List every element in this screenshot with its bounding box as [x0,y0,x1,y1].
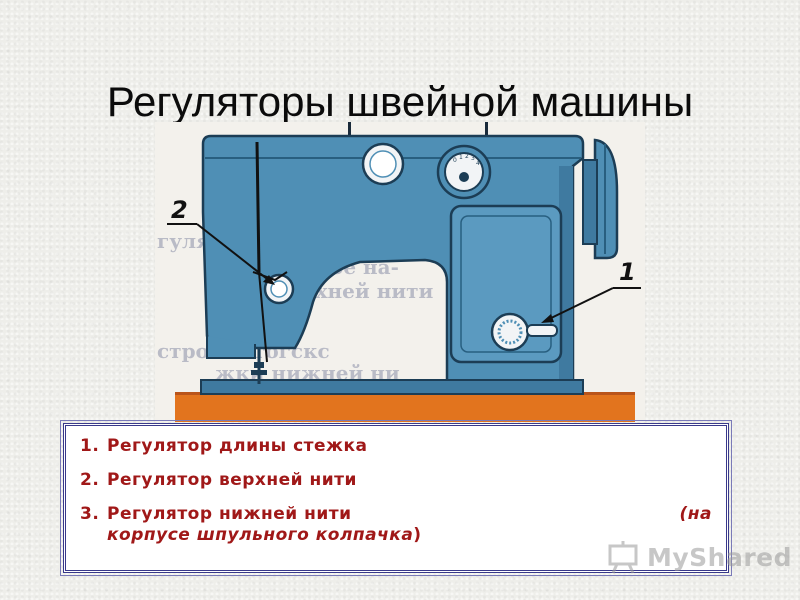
stitch-length-regulator [490,312,530,352]
callout-2-label: 2 [171,196,188,224]
svg-text:4: 4 [476,160,480,167]
legend-item-number: 2. [80,470,100,490]
watermark-text: MyShared [647,543,793,572]
callout-2-arrow [196,223,272,283]
legend-item-text: Регулятор верхней нити [107,470,357,490]
legend-item-note-close: ) [413,525,422,545]
page-title: Регуляторы швейной машины [106,78,694,126]
callout-1-arrow [546,287,614,321]
sewing-machine-illustration: гулятор верхней точное на- верхней нити … [155,122,645,422]
watermark: MyShared [607,540,792,574]
legend-item-note-open: (на [679,504,712,524]
legend-box: 1. Регулятор длины стежка 2. Регулятор в… [60,420,732,576]
legend-item: 2. Регулятор верхней нити [80,470,712,491]
legend-item-text: Регулятор нижней нити [107,504,352,524]
svg-text:3: 3 [471,155,475,162]
legend-list: 1. Регулятор длины стежка 2. Регулятор в… [66,426,726,546]
callout-1-label: 1 [619,258,636,286]
svg-text:1: 1 [459,154,463,161]
svg-text:0: 0 [453,157,457,164]
legend-item-number: 1. [80,436,100,456]
front-panel [449,204,563,364]
svg-text:2: 2 [465,153,469,160]
table-top [175,394,635,422]
legend-item-number: 3. [80,504,100,524]
legend-item-text: Регулятор длины стежка [107,436,368,456]
presentation-board-icon [608,541,638,574]
legend-item-note: корпусе шпульного колпачка [107,525,414,545]
legend-item: 1. Регулятор длины стежка [80,436,712,457]
legend-item: 3. Регулятор нижней нити (на корпусе шпу… [80,504,712,546]
